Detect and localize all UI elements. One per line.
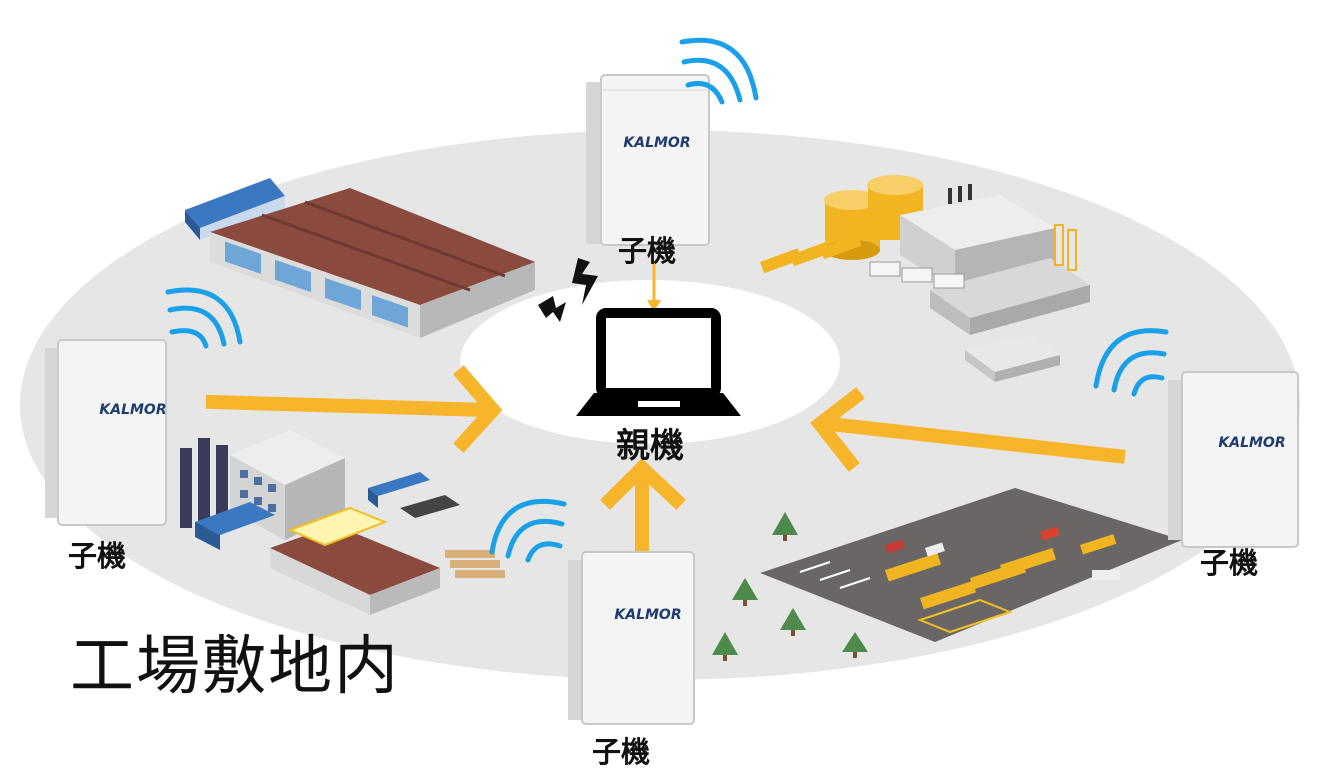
wifi-icon [165,287,243,349]
arrow-right-head [810,387,865,472]
parent-label: 親機 [616,426,684,466]
warehouse-building [185,178,535,338]
wifi-icon [1093,328,1169,397]
trees [712,512,868,661]
child-device-bottom: KALMOR [568,551,695,725]
arrow-left-head [453,365,503,453]
child-label-right: 子機 [1200,546,1259,580]
brand-logo-top: KALMOR [623,135,690,151]
child-label-top: 子機 [618,234,677,268]
lightning-icon [538,258,598,322]
child-device-left: KALMOR [45,339,167,526]
child-label-bottom: 子機 [592,735,651,769]
center-area [460,280,840,444]
parking-lot [760,488,1182,642]
factory-complex [180,430,505,615]
brand-logo-bottom: KALMOR [614,607,681,623]
child-label-left: 子機 [68,539,127,573]
arrow-right-to-parent [822,416,1126,464]
area-label: 工場敷地内 [70,630,400,704]
laptop-icon [576,308,741,416]
arrow-top-to-parent [647,262,661,312]
arrow-bottom-head [600,458,686,510]
child-device-right: KALMOR [1168,371,1299,548]
brand-logo-left: KALMOR [99,402,166,418]
child-device-top: KALMOR [586,74,710,246]
arrow-left-to-parent [205,394,496,418]
chemical-plant [759,175,1090,382]
wifi-icon [489,498,567,563]
brand-logo-right: KALMOR [1218,435,1285,451]
wifi-icon [679,37,759,105]
